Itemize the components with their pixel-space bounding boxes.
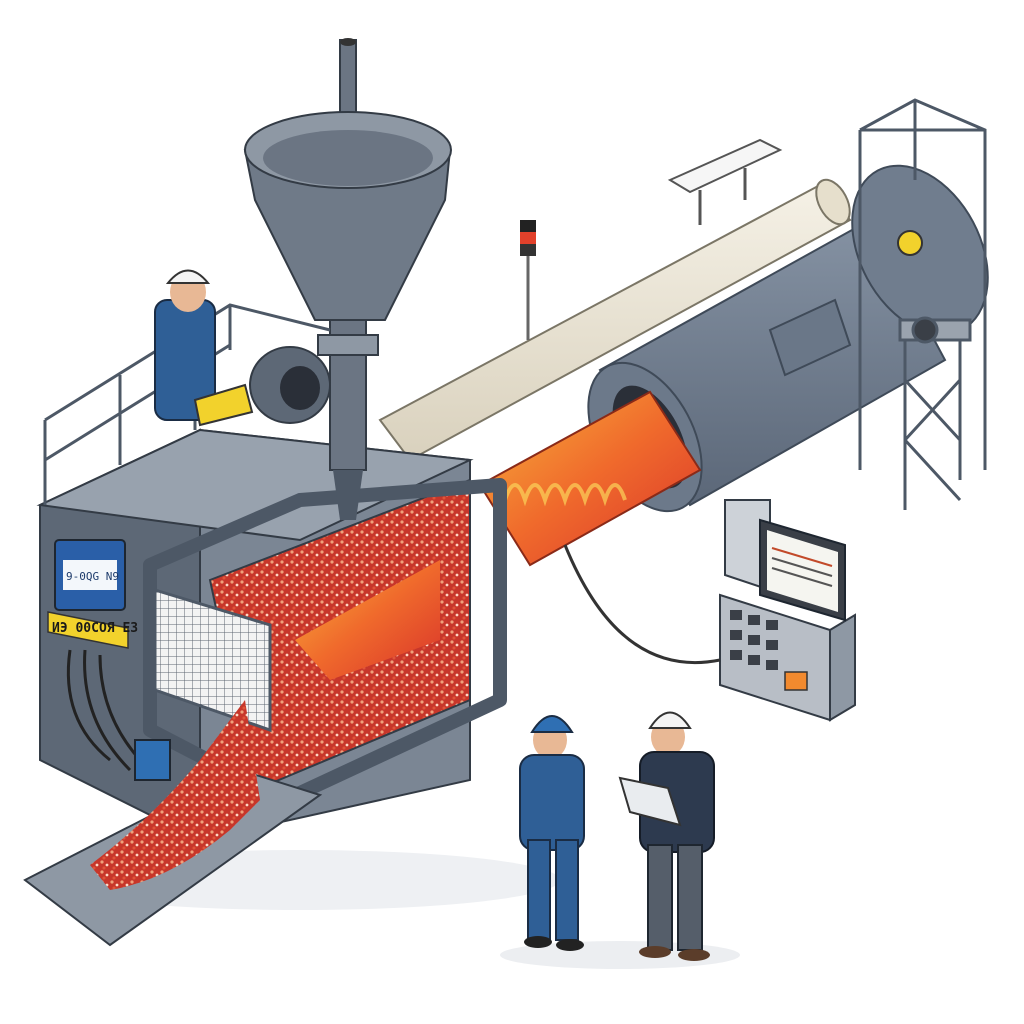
heated-barrel [478, 390, 702, 567]
feeder-motor [249, 346, 331, 424]
support-tower [858, 98, 987, 510]
control-console-icon [719, 499, 856, 722]
panel-screen-text: 9-0QG N9 [66, 570, 119, 583]
platform-worker [154, 269, 254, 427]
conveyor-tray [23, 700, 323, 947]
hopper-icon [243, 38, 452, 520]
cable-bundle [66, 649, 142, 772]
signboard [667, 138, 783, 225]
junction-box [134, 739, 171, 781]
warning-strip-text: ИЭ 00СОЯ ЕЗ [52, 621, 138, 636]
beacon-light-icon [520, 220, 536, 340]
panel-screen: 9-0QG N9 [54, 539, 126, 611]
insulation-pipe [378, 178, 852, 462]
console-cable [563, 544, 721, 665]
warning-strip: ИЭ 00СОЯ ЕЗ [47, 611, 138, 649]
worker-white-helmet [618, 711, 715, 961]
worker-blue-helmet [519, 715, 585, 951]
